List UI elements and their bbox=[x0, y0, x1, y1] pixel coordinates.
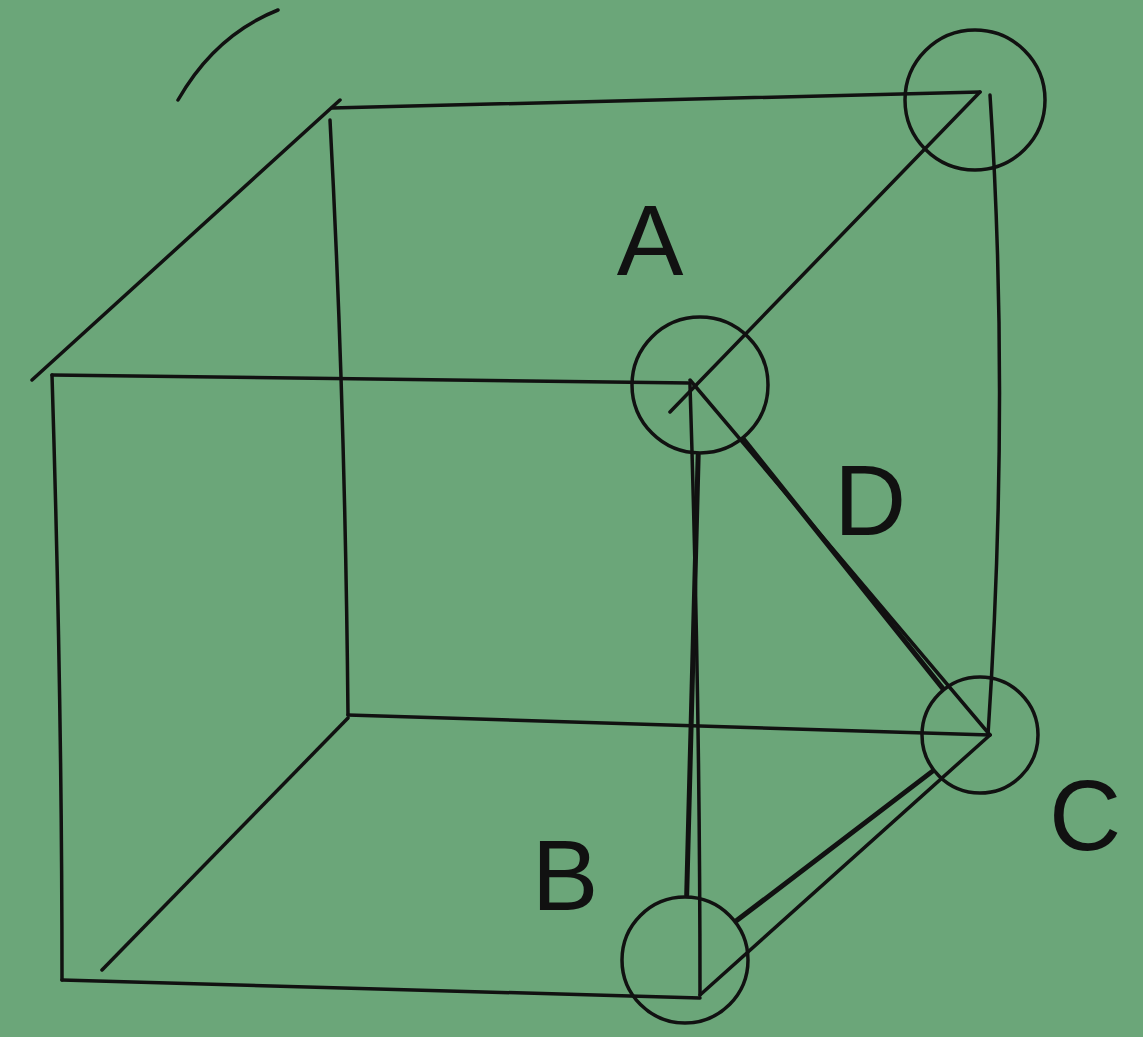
vertex-circle bbox=[630, 315, 770, 455]
cube-edge bbox=[348, 715, 990, 735]
cube-edge bbox=[62, 980, 700, 998]
cube-edge bbox=[330, 120, 348, 715]
cube-edge bbox=[988, 95, 1000, 735]
cube-edge bbox=[670, 92, 980, 412]
vertex-circle-outline bbox=[622, 897, 748, 1023]
cube-edge bbox=[52, 375, 690, 383]
vertex-circle-outline bbox=[632, 317, 768, 453]
pen-mark bbox=[178, 10, 278, 100]
vertex-circle-outline bbox=[922, 677, 1038, 793]
vertex-label: A bbox=[617, 190, 684, 290]
cube-edge bbox=[332, 92, 980, 108]
triangle-side bbox=[737, 771, 933, 920]
vertex-label: C bbox=[1049, 765, 1121, 865]
cube-edge bbox=[700, 735, 990, 995]
point-label: D bbox=[834, 450, 906, 550]
vertex-circle bbox=[920, 675, 1040, 795]
vertex-node: B bbox=[620, 895, 750, 1025]
cube-edge bbox=[690, 380, 990, 735]
triangle-side bbox=[744, 440, 943, 688]
vertex-node: C bbox=[920, 675, 1040, 795]
vertex-circle bbox=[620, 895, 750, 1025]
vertex-label: B bbox=[532, 825, 599, 925]
triangle-side bbox=[687, 455, 698, 895]
vertex-node: A bbox=[630, 315, 770, 455]
vertex-circle bbox=[905, 30, 1045, 170]
cube-edge bbox=[52, 375, 62, 980]
cube-edge bbox=[102, 718, 348, 970]
cube-edge bbox=[32, 100, 340, 380]
